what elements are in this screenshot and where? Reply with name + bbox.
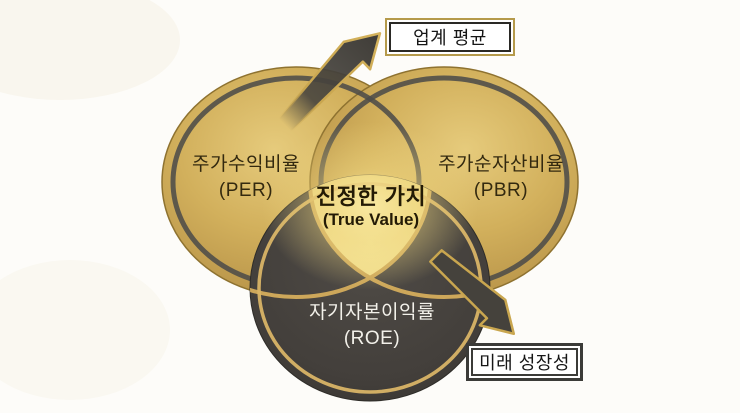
down-right-arrow bbox=[429, 249, 516, 336]
background-smudge bbox=[0, 0, 180, 100]
center-glow bbox=[262, 122, 478, 290]
up-right-arrow bbox=[277, 32, 382, 133]
background-smudge bbox=[0, 260, 170, 400]
